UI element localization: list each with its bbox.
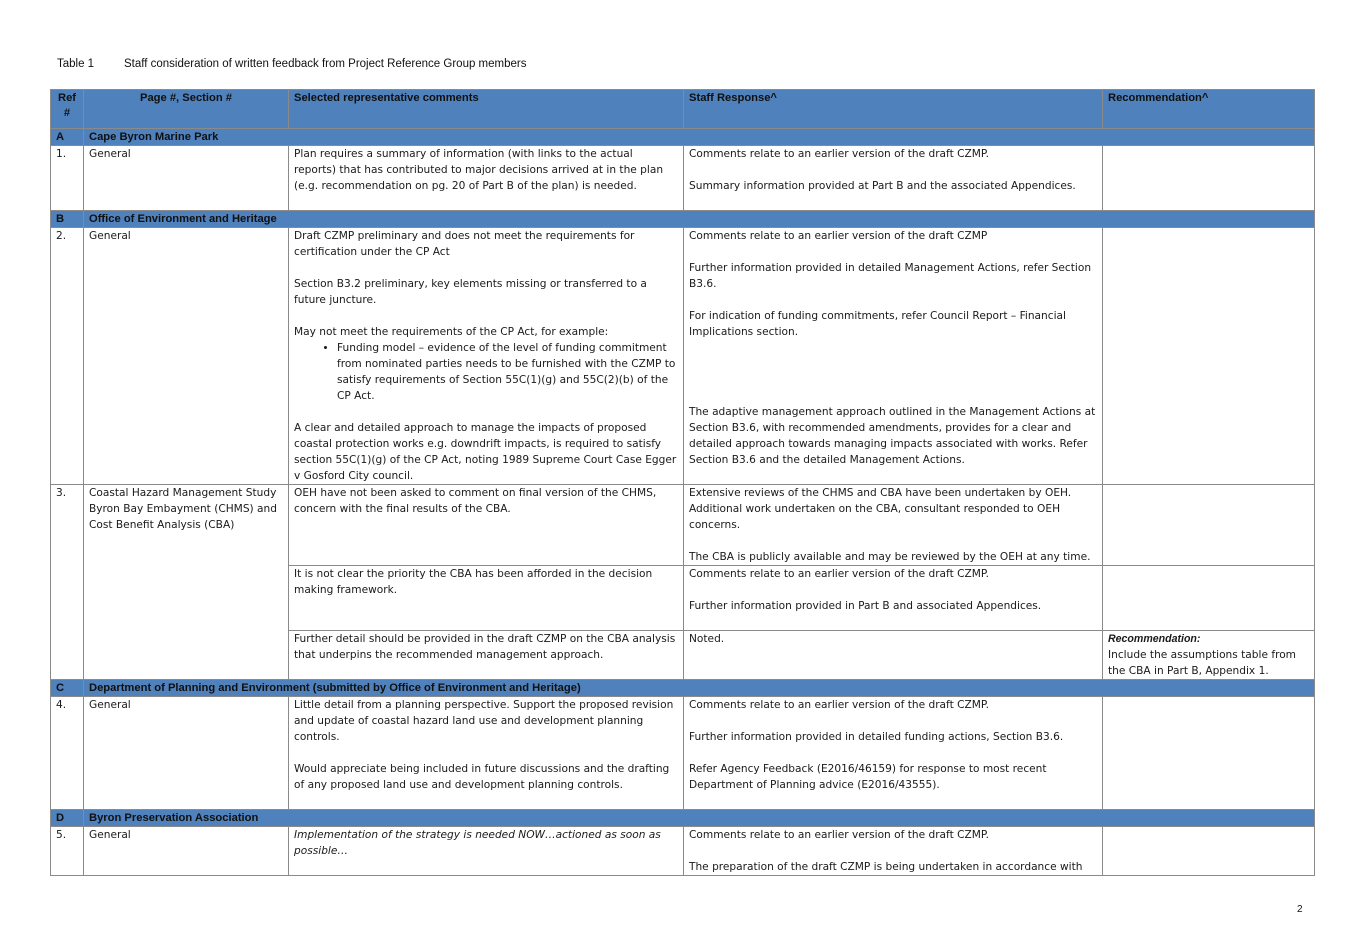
row-ref: 1. bbox=[50, 145, 84, 211]
row-comment: Further detail should be provided in the… bbox=[288, 630, 684, 680]
table-caption: Table 1 Staff consideration of written fe… bbox=[57, 58, 526, 70]
row-response: Comments relate to an earlier version of… bbox=[683, 696, 1103, 810]
row-comment: Little detail from a planning perspectiv… bbox=[288, 696, 684, 810]
table-row: 5. General Implementation of the strateg… bbox=[50, 826, 1315, 876]
row-comment: Implementation of the strategy is needed… bbox=[288, 826, 684, 876]
response-text: The preparation of the draft CZMP is bei… bbox=[689, 861, 1083, 873]
response-text: Comments relate to an earlier version of… bbox=[689, 829, 990, 841]
header-ref: Ref # bbox=[50, 89, 84, 129]
row-ref: 3. bbox=[50, 484, 84, 680]
row-response: Comments relate to an earlier version of… bbox=[683, 145, 1103, 211]
bullet-item: Funding model – evidence of the level of… bbox=[337, 340, 678, 404]
response-text: Extensive reviews of the CHMS and CBA ha… bbox=[689, 487, 1072, 531]
table-number: Table 1 bbox=[57, 58, 95, 70]
row-recommendation bbox=[1102, 145, 1315, 211]
section-title: Office of Environment and Heritage bbox=[83, 210, 1315, 228]
recommendation-label: Recommendation: bbox=[1108, 633, 1201, 645]
row-ref: 2. bbox=[50, 227, 84, 485]
comment-text: Section B3.2 preliminary, key elements m… bbox=[294, 278, 647, 306]
section-title: Byron Preservation Association bbox=[83, 809, 1315, 827]
row-response: Noted. bbox=[683, 630, 1103, 680]
comment-text: Plan requires a summary of information (… bbox=[294, 148, 664, 192]
row-ref: 5. bbox=[50, 826, 84, 876]
response-text: Comments relate to an earlier version of… bbox=[689, 568, 990, 580]
section-letter: C bbox=[50, 679, 84, 697]
table-row: It is not clear the priority the CBA has… bbox=[51, 565, 1315, 631]
row-recommendation bbox=[1102, 484, 1315, 566]
comment-text: May not meet the requirements of the CP … bbox=[294, 326, 609, 338]
comment-text: OEH have not been asked to comment on fi… bbox=[294, 487, 657, 515]
row-ref: 4. bbox=[50, 696, 84, 810]
table-row: 4. General Little detail from a planning… bbox=[50, 696, 1315, 810]
section-row-d: D Byron Preservation Association bbox=[50, 809, 1315, 827]
row-response: Comments relate to an earlier version of… bbox=[683, 565, 1103, 631]
row-recommendation bbox=[1102, 565, 1315, 631]
section-title: Department of Planning and Environment (… bbox=[83, 679, 1315, 697]
row-comment: It is not clear the priority the CBA has… bbox=[288, 565, 684, 631]
row-response: Extensive reviews of the CHMS and CBA ha… bbox=[683, 484, 1103, 566]
response-text: The CBA is publicly available and may be… bbox=[689, 551, 1091, 563]
table-row: 3. Coastal Hazard Management Study Byron… bbox=[50, 484, 1315, 680]
section-row-b: B Office of Environment and Heritage bbox=[50, 210, 1315, 228]
row-recommendation bbox=[1102, 227, 1315, 485]
recommendation-text: Include the assumptions table from the C… bbox=[1108, 649, 1297, 677]
response-text: Comments relate to an earlier version of… bbox=[689, 699, 990, 711]
row-response: Comments relate to an earlier version of… bbox=[683, 826, 1103, 876]
comment-bullet-list: Funding model – evidence of the level of… bbox=[294, 340, 678, 404]
row-recommendation: Recommendation: Include the assumptions … bbox=[1102, 630, 1315, 680]
feedback-table: Ref # Page #, Section # Selected represe… bbox=[50, 89, 1315, 876]
comment-text: Would appreciate being included in futur… bbox=[294, 763, 670, 791]
row-page-section: General bbox=[83, 826, 289, 876]
table-title: Staff consideration of written feedback … bbox=[124, 58, 527, 70]
header-staff-response: Staff Response^ bbox=[683, 89, 1103, 129]
response-text: Summary information provided at Part B a… bbox=[689, 180, 1076, 192]
section-title: Cape Byron Marine Park bbox=[83, 128, 1315, 146]
response-text: Refer Agency Feedback (E2016/46159) for … bbox=[689, 763, 1047, 791]
row-comment: OEH have not been asked to comment on fi… bbox=[288, 484, 684, 566]
section-letter: A bbox=[50, 128, 84, 146]
row-page-section: General bbox=[83, 227, 289, 485]
response-text: Comments relate to an earlier version of… bbox=[689, 230, 988, 242]
table-header-row: Ref # Page #, Section # Selected represe… bbox=[50, 89, 1315, 129]
response-text: The adaptive management approach outline… bbox=[689, 406, 1096, 466]
comment-text: It is not clear the priority the CBA has… bbox=[294, 568, 653, 596]
response-text: Further information provided in Part B a… bbox=[689, 600, 1042, 612]
response-text: Comments relate to an earlier version of… bbox=[689, 148, 990, 160]
header-recommendation: Recommendation^ bbox=[1102, 89, 1315, 129]
section-row-a: A Cape Byron Marine Park bbox=[50, 128, 1315, 146]
header-comments: Selected representative comments bbox=[288, 89, 684, 129]
row-comment: Plan requires a summary of information (… bbox=[288, 145, 684, 211]
section-row-c: C Department of Planning and Environment… bbox=[50, 679, 1315, 697]
comment-text: Little detail from a planning perspectiv… bbox=[294, 699, 674, 743]
table-row: 2. General Draft CZMP preliminary and do… bbox=[50, 227, 1315, 485]
comment-text: Draft CZMP preliminary and does not meet… bbox=[294, 230, 635, 258]
section-letter: B bbox=[50, 210, 84, 228]
row-recommendation bbox=[1102, 826, 1315, 876]
row-page-section: General bbox=[83, 145, 289, 211]
row-response: Comments relate to an earlier version of… bbox=[683, 227, 1103, 485]
comment-text: Further detail should be provided in the… bbox=[294, 633, 676, 661]
response-text: Further information provided in detailed… bbox=[689, 262, 1092, 290]
comment-text: Implementation of the strategy is needed… bbox=[294, 829, 661, 857]
comment-text: A clear and detailed approach to manage … bbox=[294, 422, 677, 482]
row-recommendation bbox=[1102, 696, 1315, 810]
response-text: For indication of funding commitments, r… bbox=[689, 310, 1066, 338]
table-row: 1. General Plan requires a summary of in… bbox=[50, 145, 1315, 211]
page-number: 2 bbox=[1297, 904, 1303, 915]
response-text: Further information provided in detailed… bbox=[689, 731, 1064, 743]
response-text: Noted. bbox=[689, 633, 725, 645]
row-comment: Draft CZMP preliminary and does not meet… bbox=[288, 227, 684, 485]
header-page-section: Page #, Section # bbox=[83, 89, 289, 129]
section-letter: D bbox=[50, 809, 84, 827]
table-row: Further detail should be provided in the… bbox=[51, 630, 1315, 680]
row-page-section: Coastal Hazard Management Study Byron Ba… bbox=[83, 484, 289, 680]
row-page-section: General bbox=[83, 696, 289, 810]
